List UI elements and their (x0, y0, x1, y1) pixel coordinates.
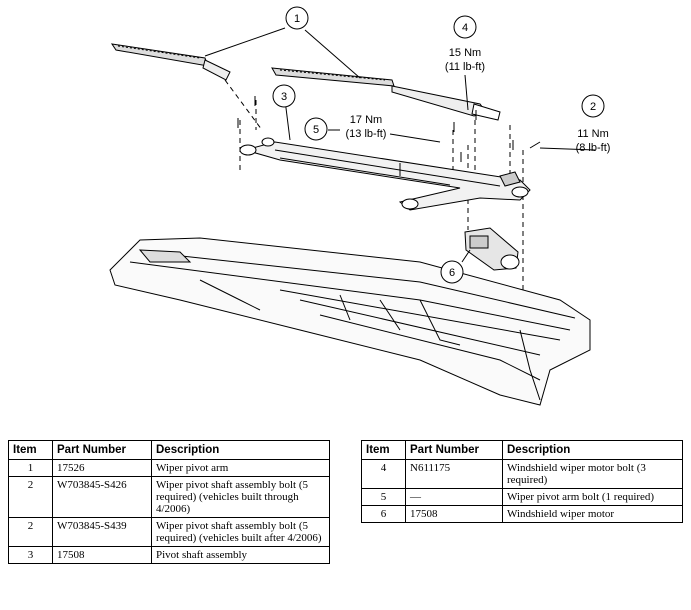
callout-2-torque-imperial: (8 lb-ft) (576, 142, 611, 154)
wiper-motor (464, 227, 520, 271)
header-description: Description (151, 440, 330, 460)
description-cell: Wiper pivot shaft assembly bolt (5 requi… (151, 517, 330, 547)
description-cell: Wiper pivot arm (151, 459, 330, 477)
item-cell: 3 (8, 546, 53, 564)
part-number-cell: N611175 (405, 459, 503, 489)
part-number-cell: W703845-S439 (52, 517, 152, 547)
callout-5-number: 5 (313, 124, 319, 136)
table-row: 4 N611175 Windshield wiper motor bolt (3… (361, 459, 683, 489)
item-cell: 1 (8, 459, 53, 477)
header-description: Description (502, 440, 683, 460)
callout-3: 3 (272, 84, 296, 108)
table-header-row: Item Part Number Description (8, 440, 330, 460)
table-row: 5 — Wiper pivot arm bolt (1 required) (361, 488, 683, 506)
item-cell: 5 (361, 488, 406, 506)
callout-4: 4 15 Nm (11 lb-ft) (445, 15, 485, 73)
table-row: 3 17508 Pivot shaft assembly (8, 546, 330, 564)
description-cell: Wiper pivot shaft assembly bolt (5 requi… (151, 476, 330, 518)
part-number-cell: W703845-S426 (52, 476, 152, 518)
description-cell: Windshield wiper motor (502, 505, 683, 523)
table-row: 2 W703845-S426 Wiper pivot shaft assembl… (8, 476, 330, 518)
callout-5-torque: 17 Nm (350, 114, 382, 126)
callout-6-number: 6 (449, 267, 455, 279)
table-row: 2 W703845-S439 Wiper pivot shaft assembl… (8, 517, 330, 547)
description-cell: Pivot shaft assembly (151, 546, 330, 564)
part-number-cell: 17526 (52, 459, 152, 477)
header-item: Item (361, 440, 406, 460)
item-cell: 6 (361, 505, 406, 523)
callout-2-torque: 11 Nm (577, 128, 609, 140)
leader-lines (204, 27, 596, 263)
callout-3-number: 3 (281, 91, 287, 103)
description-cell: Windshield wiper motor bolt (3 required) (502, 459, 683, 489)
description-cell: Wiper pivot arm bolt (1 required) (502, 488, 683, 506)
callout-5: 5 17 Nm (13 lb-ft) (304, 114, 387, 141)
part-number-cell: 17508 (52, 546, 152, 564)
callout-5-torque-imperial: (13 lb-ft) (346, 128, 387, 140)
pivot-shaft-assembly (239, 137, 531, 211)
part-number-cell: 17508 (405, 505, 503, 523)
callout-4-number: 4 (462, 22, 468, 34)
left-wiper-blade (110, 43, 231, 81)
table-row: 6 17508 Windshield wiper motor (361, 505, 683, 523)
item-cell: 2 (8, 476, 53, 518)
right-wiper-blade (271, 67, 501, 121)
table-row: 1 17526 Wiper pivot arm (8, 459, 330, 477)
table-header-row: Item Part Number Description (361, 440, 683, 460)
item-cell: 4 (361, 459, 406, 489)
header-part-number: Part Number (405, 440, 503, 460)
callout-2-number: 2 (590, 101, 596, 113)
wiper-assembly-diagram: 1 2 11 Nm (8 lb-ft) 3 4 15 Nm (11 lb-ft)… (109, 6, 611, 406)
item-cell: 2 (8, 517, 53, 547)
callout-6: 6 (440, 260, 464, 284)
callout-2: 2 11 Nm (8 lb-ft) (576, 94, 611, 154)
callout-4-torque: 15 Nm (449, 47, 481, 59)
parts-table-right: Item Part Number Description 4 N611175 W… (361, 440, 683, 523)
bolts (237, 96, 541, 176)
header-part-number: Part Number (52, 440, 152, 460)
header-item: Item (8, 440, 53, 460)
cowl-panel (109, 237, 591, 406)
part-number-cell: — (405, 488, 503, 506)
callout-4-torque-imperial: (11 lb-ft) (445, 61, 485, 73)
parts-table-left: Item Part Number Description 1 17526 Wip… (8, 440, 330, 564)
callout-1-number: 1 (294, 13, 300, 25)
callout-1: 1 (285, 6, 309, 30)
